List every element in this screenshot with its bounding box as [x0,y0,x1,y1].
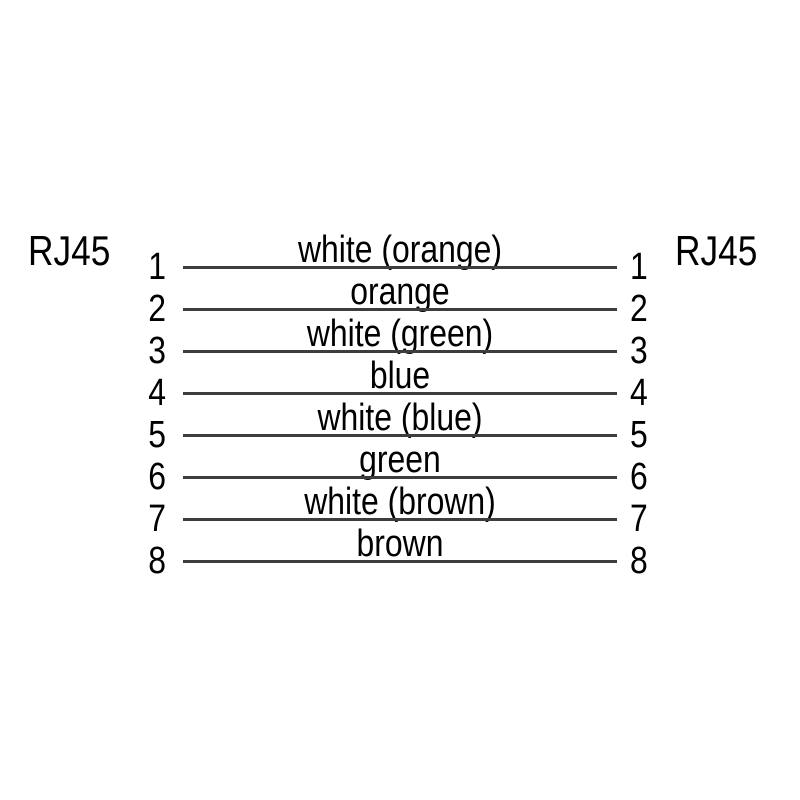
wire-line [183,308,617,311]
pin-number-right: 7 [630,498,648,540]
wire-label: white (orange) [297,229,503,271]
wire-line [183,392,617,395]
wire-label: white (blue) [317,397,483,439]
pin-number-left: 3 [148,330,166,372]
wire-line [183,476,617,479]
pin-number-left: 5 [148,414,166,456]
pin-number-right: 5 [630,414,648,456]
pin-row: 1 white (orange) 1 [0,231,800,288]
pin-number-left: 4 [148,372,166,414]
wire-line [183,434,617,437]
wire-label: white (green) [306,313,494,355]
pin-number-left: 7 [148,498,166,540]
pin-number-left: 1 [148,246,166,288]
wire-line [183,518,617,521]
pin-row: 4 blue 4 [0,357,800,414]
wire-label: brown [356,523,444,565]
wire-line [183,560,617,563]
pin-row: 7 white (brown) 7 [0,483,800,540]
pin-row: 8 brown 8 [0,525,800,582]
pin-number-left: 2 [148,288,166,330]
pin-row: 3 white (green) 3 [0,315,800,372]
pin-number-left: 8 [148,540,166,582]
pin-row: 2 orange 2 [0,273,800,330]
wire-label: green [359,439,441,481]
wire-label: blue [369,355,431,397]
wire-line [183,266,617,269]
pin-number-right: 1 [630,246,648,288]
pin-row: 6 green 6 [0,441,800,498]
pin-row: 5 white (blue) 5 [0,399,800,456]
pin-number-right: 4 [630,372,648,414]
connector-label-left: RJ45 [28,227,111,274]
wire-label: white (brown) [304,481,496,523]
wire-label: orange [350,271,450,313]
wire-line [183,350,617,353]
pin-number-left: 6 [148,456,166,498]
connector-label-right: RJ45 [675,227,758,274]
pin-number-right: 2 [630,288,648,330]
pin-number-right: 3 [630,330,648,372]
pin-number-right: 8 [630,540,648,582]
pin-number-right: 6 [630,456,648,498]
